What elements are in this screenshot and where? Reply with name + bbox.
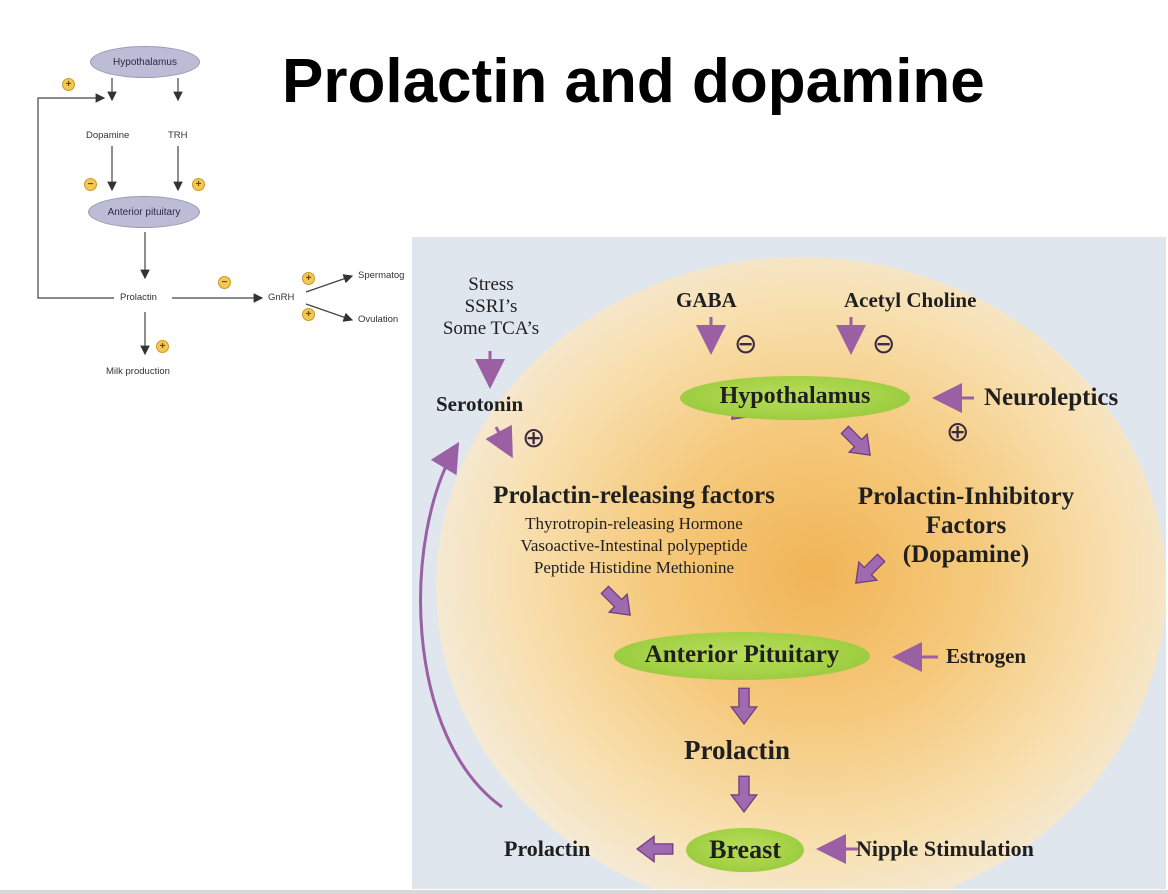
gaba-minus-sign: ⊖ [734, 327, 758, 360]
plus-badge: + [302, 308, 315, 321]
neuroleptics-label: Neuroleptics [984, 384, 1119, 411]
prolactin-releasing-title: Prolactin-releasing factors [493, 482, 775, 509]
small-prolactin-label: Prolactin [120, 292, 157, 303]
hypothalamus-to-inhibitory-arrow [835, 420, 880, 465]
small-gnrh-label: GnRH [268, 292, 295, 303]
serotonin-label: Serotonin [436, 392, 524, 416]
nipple-stimulation-label: Nipple Stimulation [856, 836, 1034, 861]
releasing-factor-item: Thyrotropin-releasing Hormone [525, 514, 743, 533]
serotonin-plus-arrow [485, 424, 513, 459]
anterior-pituitary-label: Anterior Pituitary [644, 641, 840, 668]
plus-badge: + [302, 272, 315, 285]
breast-label: Breast [709, 835, 781, 864]
small-hypothalamus-node: Hypothalamus [90, 46, 200, 78]
anterior-pituitary-oval [614, 632, 870, 680]
plus-badge: + [62, 78, 75, 91]
inhibitory-title-line: Factors [925, 512, 1007, 539]
prolactin-feedback-curve [419, 441, 503, 809]
small-trh-label: TRH [168, 130, 188, 141]
main-diagram-glow [436, 257, 1166, 889]
pituitary-to-prolactin-arrow [730, 687, 758, 725]
stress-label: Stress [468, 274, 514, 295]
plus-badge: + [156, 340, 169, 353]
breast-oval [686, 828, 804, 872]
small-spermatogenesis-label: Spermatog [358, 270, 405, 281]
minus-badge: − [84, 178, 97, 191]
slide-title: Prolactin and dopamine [282, 47, 985, 116]
small-milk-production-label: Milk production [106, 366, 170, 377]
inhibitory-title-line: (Dopamine) [902, 541, 1030, 568]
releasing-to-pituitary-arrow [595, 580, 640, 625]
small-diagram-connectors [37, 78, 354, 356]
tca-label: Some TCA’s [442, 318, 540, 339]
inhibitory-title-line: Prolactin-Inhibitory [857, 483, 1075, 510]
prolactin-inhibitory-block: Prolactin-Inhibitory Factors (Dopamine) [826, 482, 1106, 569]
acetyl-choline-minus-sign: ⊖ [872, 327, 896, 360]
small-anterior-pituitary-label: Anterior pituitary [107, 206, 181, 218]
small-hypothalamus-label: Hypothalamus [113, 56, 177, 68]
small-anterior-pituitary-node: Anterior pituitary [88, 196, 200, 228]
acetyl-choline-label: Acetyl Choline [844, 288, 977, 312]
prolactin-to-breast-arrow [730, 775, 758, 813]
bottom-rule [0, 890, 1168, 894]
neuroleptics-plus-sign: ⊕ [946, 415, 970, 448]
estrogen-label: Estrogen [946, 644, 1027, 668]
minus-badge: − [218, 276, 231, 289]
ssri-label: SSRI’s [464, 296, 518, 317]
small-dopamine-label: Dopamine [86, 130, 130, 141]
plus-badge: + [192, 178, 205, 191]
gnrh-to-spermatogenesis-arrow [305, 274, 354, 293]
main-diagram-panel [412, 237, 1166, 889]
gaba-label: GABA [676, 288, 737, 312]
serotonin-plus-sign: ⊕ [522, 421, 546, 454]
hypothalamus-oval [680, 376, 910, 420]
main-diagram-arrows [419, 317, 974, 864]
small-ovulation-label: Ovulation [358, 314, 399, 325]
prolactin-feedback-loop [37, 93, 114, 299]
prolactin-releasing-list: Thyrotropin-releasing Hormone Vasoactive… [452, 513, 816, 579]
releasing-factor-item: Peptide Histidine Methionine [533, 558, 735, 577]
releasing-factor-item: Vasoactive-Intestinal polypeptide [520, 536, 748, 555]
gnrh-to-ovulation-arrow [305, 303, 354, 322]
stress-factors-block: Stress SSRI’s Some TCA’s [428, 274, 554, 340]
prolactin-out-label: Prolactin [504, 836, 591, 861]
hypothalamus-label: Hypothalamus [719, 383, 871, 409]
breast-to-prolactin-out-arrow [636, 835, 674, 863]
prolactin-mid-label: Prolactin [684, 735, 790, 765]
